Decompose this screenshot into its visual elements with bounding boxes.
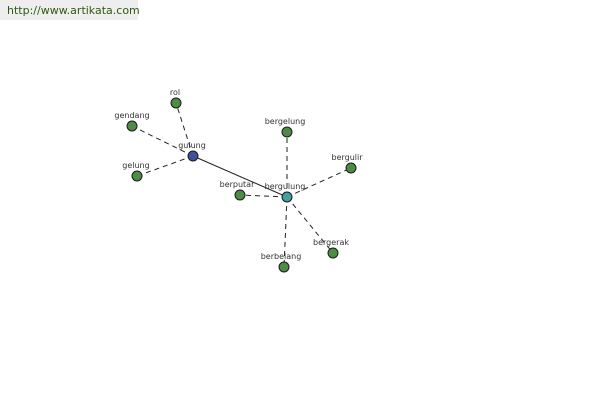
node-gulung[interactable]: gulung: [178, 141, 206, 162]
edge-gulung-rol: [175, 102, 194, 157]
node-label-bergulung: bergulung: [265, 182, 306, 191]
node-label-rol: rol: [170, 88, 180, 97]
edge-bergulung-bergerak: [286, 196, 334, 254]
node-label-berbelang: berbelang: [261, 252, 302, 261]
node-circle-gelung[interactable]: [131, 170, 143, 182]
node-berputar[interactable]: berputar: [220, 180, 255, 201]
edge-bergulung-berbelang: [283, 196, 288, 268]
node-rol[interactable]: rol: [170, 88, 182, 109]
node-circle-gendang[interactable]: [126, 120, 138, 132]
node-label-gendang: gendang: [114, 111, 149, 120]
edge-bergulung-bergulir: [286, 167, 352, 198]
node-label-bergerak: bergerak: [313, 238, 349, 247]
node-berbelang[interactable]: berbelang: [261, 252, 302, 273]
edges-layer: [131, 102, 352, 268]
node-bergulir[interactable]: bergulir: [331, 153, 363, 174]
node-circle-bergelung[interactable]: [281, 126, 293, 138]
node-circle-bergulung[interactable]: [281, 191, 293, 203]
node-gendang[interactable]: gendang: [114, 111, 150, 132]
node-circle-berputar[interactable]: [234, 189, 246, 201]
node-bergelung[interactable]: bergelung: [265, 117, 306, 138]
node-circle-berbelang[interactable]: [278, 261, 290, 273]
node-label-bergelung: bergelung: [265, 117, 306, 126]
node-bergulung[interactable]: bergulung: [265, 182, 306, 203]
node-label-gulung: gulung: [178, 141, 206, 150]
nodes-layer: gulung bergulung rol gendang gelung bergelung…: [114, 88, 363, 273]
node-label-bergulir: bergulir: [331, 153, 363, 162]
node-circle-gulung[interactable]: [187, 150, 199, 162]
node-circle-bergerak[interactable]: [327, 247, 339, 259]
edge-bergulung-berputar: [239, 194, 288, 198]
node-label-berputar: berputar: [220, 180, 255, 189]
edge-gulung-bergulung: [192, 155, 288, 198]
node-bergerak[interactable]: bergerak: [313, 238, 349, 259]
node-circle-bergulir[interactable]: [345, 162, 357, 174]
node-circle-rol[interactable]: [170, 97, 182, 109]
node-label-gelung: gelung: [122, 161, 149, 170]
source-url-label[interactable]: http://www.artikata.com: [0, 0, 140, 20]
node-gelung[interactable]: gelung: [122, 161, 150, 182]
edge-gulung-gelung: [136, 155, 194, 177]
edge-gulung-gendang: [131, 125, 194, 157]
